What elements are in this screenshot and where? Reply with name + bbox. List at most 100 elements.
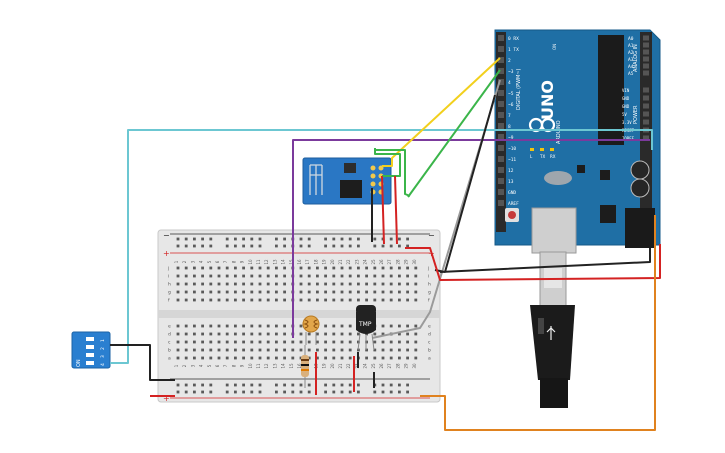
breadboard-hole[interactable] [389,298,393,302]
breadboard-hole[interactable] [414,356,418,360]
breadboard-hole[interactable] [291,383,295,387]
breadboard-hole[interactable] [184,244,188,248]
breadboard-hole[interactable] [201,356,204,360]
breadboard-hole[interactable] [193,266,196,270]
breadboard-hole[interactable] [307,298,311,302]
breadboard-hole[interactable] [209,348,213,352]
breadboard-hole[interactable] [250,340,254,344]
breadboard-hole[interactable] [193,390,196,394]
breadboard-hole[interactable] [398,266,401,270]
breadboard-hole[interactable] [365,274,368,278]
breadboard-hole[interactable] [357,237,360,241]
breadboard-hole[interactable] [193,332,196,336]
breadboard-hole[interactable] [373,282,377,286]
breadboard-hole[interactable] [389,282,393,286]
breadboard-hole[interactable] [307,390,311,394]
breadboard-hole[interactable] [340,340,344,344]
breadboard-hole[interactable] [307,266,311,270]
breadboard-hole[interactable] [184,266,188,270]
breadboard-hole[interactable] [398,274,401,278]
breadboard-hole[interactable] [332,324,336,328]
breadboard-hole[interactable] [414,290,418,294]
breadboard-hole[interactable] [225,332,229,336]
breadboard-hole[interactable] [193,383,196,387]
breadboard-hole[interactable] [340,390,344,394]
breadboard-hole[interactable] [340,274,344,278]
breadboard-hole[interactable] [234,266,237,270]
digital-pin[interactable] [498,189,504,195]
digital-pin[interactable] [498,145,504,151]
breadboard-hole[interactable] [307,274,311,278]
breadboard-hole[interactable] [373,266,377,270]
breadboard-hole[interactable] [242,266,245,270]
breadboard-hole[interactable] [357,332,360,336]
breadboard-hole[interactable] [209,383,213,387]
breadboard-hole[interactable] [193,244,196,248]
digital-pin[interactable] [498,123,504,129]
breadboard-hole[interactable] [316,266,319,270]
breadboard-hole[interactable] [234,332,237,336]
breadboard-hole[interactable] [389,356,393,360]
breadboard-hole[interactable] [201,244,204,248]
breadboard-hole[interactable] [299,290,303,294]
breadboard-hole[interactable] [398,383,401,387]
breadboard-hole[interactable] [250,282,254,286]
breadboard-hole[interactable] [258,390,262,394]
breadboard-hole[interactable] [283,348,286,352]
breadboard-hole[interactable] [307,282,311,286]
breadboard-hole[interactable] [291,356,295,360]
breadboard-hole[interactable] [209,390,213,394]
breadboard-hole[interactable] [340,348,344,352]
breadboard-hole[interactable] [250,356,254,360]
breadboard-hole[interactable] [332,244,336,248]
wire-orange[interactable] [420,215,656,431]
breadboard-hole[interactable] [324,356,327,360]
breadboard-hole[interactable] [332,340,336,344]
breadboard-hole[interactable] [348,332,352,336]
breadboard-hole[interactable] [275,390,278,394]
breadboard-hole[interactable] [176,290,180,294]
breadboard-hole[interactable] [209,356,213,360]
breadboard-hole[interactable] [217,290,221,294]
breadboard-hole[interactable] [324,244,327,248]
breadboard-hole[interactable] [250,324,254,328]
breadboard-hole[interactable] [234,237,237,241]
breadboard-hole[interactable] [357,390,360,394]
reset-button-cap[interactable] [508,211,516,219]
breadboard-hole[interactable] [283,274,286,278]
breadboard-hole[interactable] [234,244,237,248]
breadboard-hole[interactable] [389,348,393,352]
breadboard-hole[interactable] [258,324,262,328]
breadboard-hole[interactable] [234,282,237,286]
breadboard-hole[interactable] [176,266,180,270]
digital-pin[interactable] [498,68,504,74]
breadboard-hole[interactable] [217,266,221,270]
breadboard-hole[interactable] [348,282,352,286]
breadboard-hole[interactable] [307,244,311,248]
breadboard-hole[interactable] [266,332,270,336]
breadboard-hole[interactable] [381,390,385,394]
breadboard-hole[interactable] [217,274,221,278]
breadboard-hole[interactable] [258,348,262,352]
breadboard-hole[interactable] [316,290,319,294]
wire-purple[interactable] [292,139,650,338]
breadboard-hole[interactable] [250,266,254,270]
breadboard-hole[interactable] [225,298,229,302]
breadboard-hole[interactable] [275,298,278,302]
breadboard-hole[interactable] [242,237,245,241]
breadboard-hole[interactable] [332,390,336,394]
breadboard-hole[interactable] [299,332,303,336]
breadboard-hole[interactable] [234,298,237,302]
breadboard-hole[interactable] [340,290,344,294]
breadboard-hole[interactable] [324,332,327,336]
breadboard-hole[interactable] [176,383,180,387]
breadboard-hole[interactable] [209,274,213,278]
breadboard-hole[interactable] [176,274,180,278]
breadboard-hole[interactable] [406,383,409,387]
breadboard-hole[interactable] [299,383,303,387]
breadboard-hole[interactable] [406,356,409,360]
breadboard-hole[interactable] [283,237,286,241]
breadboard-hole[interactable] [398,298,401,302]
breadboard-hole[interactable] [307,332,311,336]
